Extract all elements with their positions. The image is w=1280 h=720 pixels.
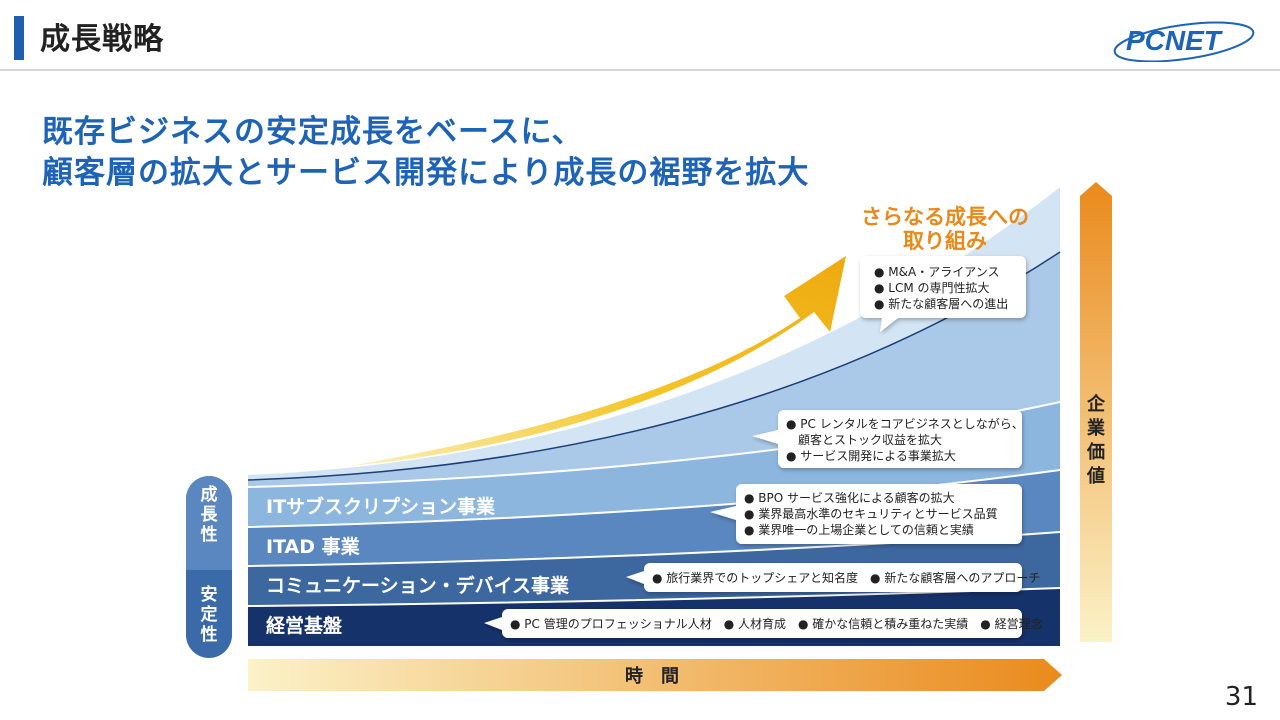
page-number: 31 bbox=[1224, 682, 1258, 712]
it-subscription-note: ● PC レンタルをコアビジネスとしながら、 bbox=[786, 416, 1024, 431]
logo-text: PCNET bbox=[1126, 25, 1224, 56]
left-axis-growth-char: 成 bbox=[201, 484, 218, 505]
left-axis-stability-char: 性 bbox=[201, 624, 218, 645]
callout-itad bbox=[710, 484, 1022, 544]
time-axis-arrow bbox=[248, 659, 1062, 691]
headline-line-2: 顧客層の拡大とサービス開発により成長の裾野を拡大 bbox=[42, 155, 810, 191]
header-divider bbox=[0, 69, 1280, 71]
company-logo: PCNET bbox=[1113, 21, 1255, 62]
growth-title-line-1: さらなる成長への bbox=[861, 205, 1029, 229]
header-accent-bar bbox=[14, 16, 24, 60]
layer-label-itad: ITAD 事業 bbox=[266, 535, 361, 558]
left-axis-growth-char: 長 bbox=[201, 505, 219, 525]
value-axis-arrow bbox=[1080, 182, 1112, 642]
callout-management-base bbox=[484, 609, 1022, 638]
left-axis-stability-char: 定 bbox=[201, 604, 218, 625]
itad-note: ● 業界最高水準のセキュリティとサービス品質 bbox=[744, 506, 998, 521]
callout-growth-initiatives bbox=[860, 256, 1026, 332]
callout-communication-device bbox=[626, 563, 1022, 592]
growth-item: ● 新たな顧客層への進出 bbox=[874, 296, 1008, 311]
page-title: 成長戦略 bbox=[40, 22, 164, 57]
value-axis-char: 業 bbox=[1086, 417, 1106, 439]
growth-title-line-2: 取り組み bbox=[903, 229, 987, 253]
communication-device-note: ● 旅行業界でのトップシェアと知名度 ● 新たな顧客層へのアプローチ bbox=[652, 570, 1040, 585]
layer-label-management-base: 経営基盤 bbox=[266, 614, 343, 637]
callout-it-subscription bbox=[752, 410, 1022, 468]
layer-label-it-subscription: ITサブスクリプション事業 bbox=[266, 495, 496, 518]
time-axis-label: 時 間 bbox=[625, 666, 679, 687]
left-axis-stability-char: 安 bbox=[201, 584, 218, 605]
growth-item: ● M&A・アライアンス bbox=[874, 265, 1000, 279]
itad-note: ● 業界唯一の上場企業としての信頼と実績 bbox=[744, 522, 974, 537]
layer-label-communication-device: コミュニケーション・デバイス事業 bbox=[266, 574, 570, 597]
it-subscription-note: ● サービス開発による事業拡大 bbox=[786, 449, 956, 463]
value-axis-char: 価 bbox=[1086, 441, 1105, 463]
itad-note: ● BPO サービス強化による顧客の拡大 bbox=[744, 490, 955, 505]
it-subscription-note: 顧客とストック収益を拡大 bbox=[786, 432, 942, 447]
value-axis-char: 値 bbox=[1086, 465, 1105, 487]
headline-line-1: 既存ビジネスの安定成長をベースに、 bbox=[42, 114, 584, 150]
left-axis-growth-char: 性 bbox=[201, 524, 218, 545]
management-base-note: ● PC 管理のプロフェッショナル人材 ● 人材育成 ● 確かな信頼と積み重ねた… bbox=[510, 616, 1043, 631]
growth-item: ● LCM の専門性拡大 bbox=[874, 281, 990, 295]
value-axis-char: 企 bbox=[1086, 393, 1106, 415]
